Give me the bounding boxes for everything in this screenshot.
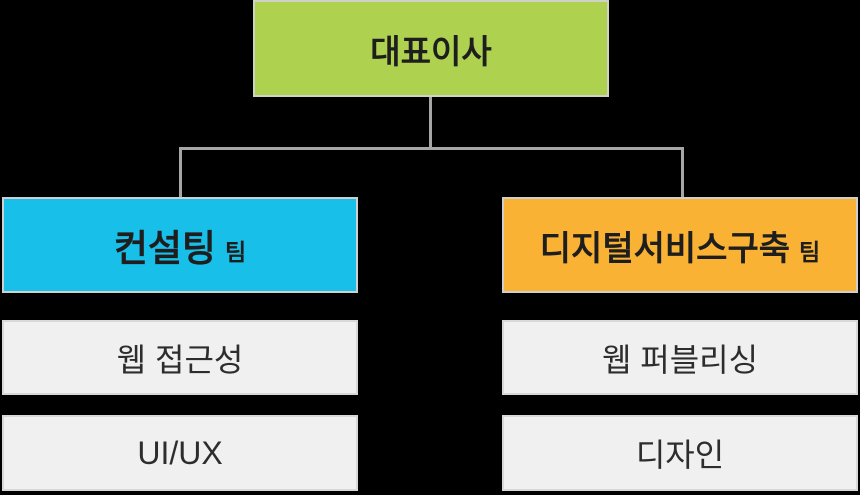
team-node-consulting: 컨설팅 팀 <box>2 197 358 293</box>
member-label: UI/UX <box>137 434 223 471</box>
member-label: 웹 접근성 <box>116 341 244 378</box>
digital-team-label: 디지털서비스구축 <box>539 229 791 268</box>
connector-right-vertical <box>681 147 684 197</box>
connector-left-vertical <box>179 147 182 197</box>
member-node-web-accessibility: 웹 접근성 <box>2 320 358 395</box>
member-node-web-publishing: 웹 퍼블리싱 <box>502 320 858 395</box>
team-node-digital-service: 디지털서비스구축 팀 <box>502 197 858 293</box>
digital-team-suffix: 팀 <box>799 239 821 265</box>
member-label: 웹 퍼블리싱 <box>601 341 759 378</box>
consulting-team-label: 컨설팅 <box>113 228 216 269</box>
member-node-design: 디자인 <box>502 415 858 491</box>
org-node-ceo: 대표이사 <box>253 0 609 97</box>
consulting-team-suffix: 팀 <box>224 239 247 265</box>
member-node-ui-ux: UI/UX <box>2 415 358 491</box>
ceo-label: 대표이사 <box>370 32 492 70</box>
connector-horizontal-bar <box>179 147 684 150</box>
connector-stem-vertical <box>429 97 432 148</box>
member-label: 디자인 <box>635 437 725 473</box>
